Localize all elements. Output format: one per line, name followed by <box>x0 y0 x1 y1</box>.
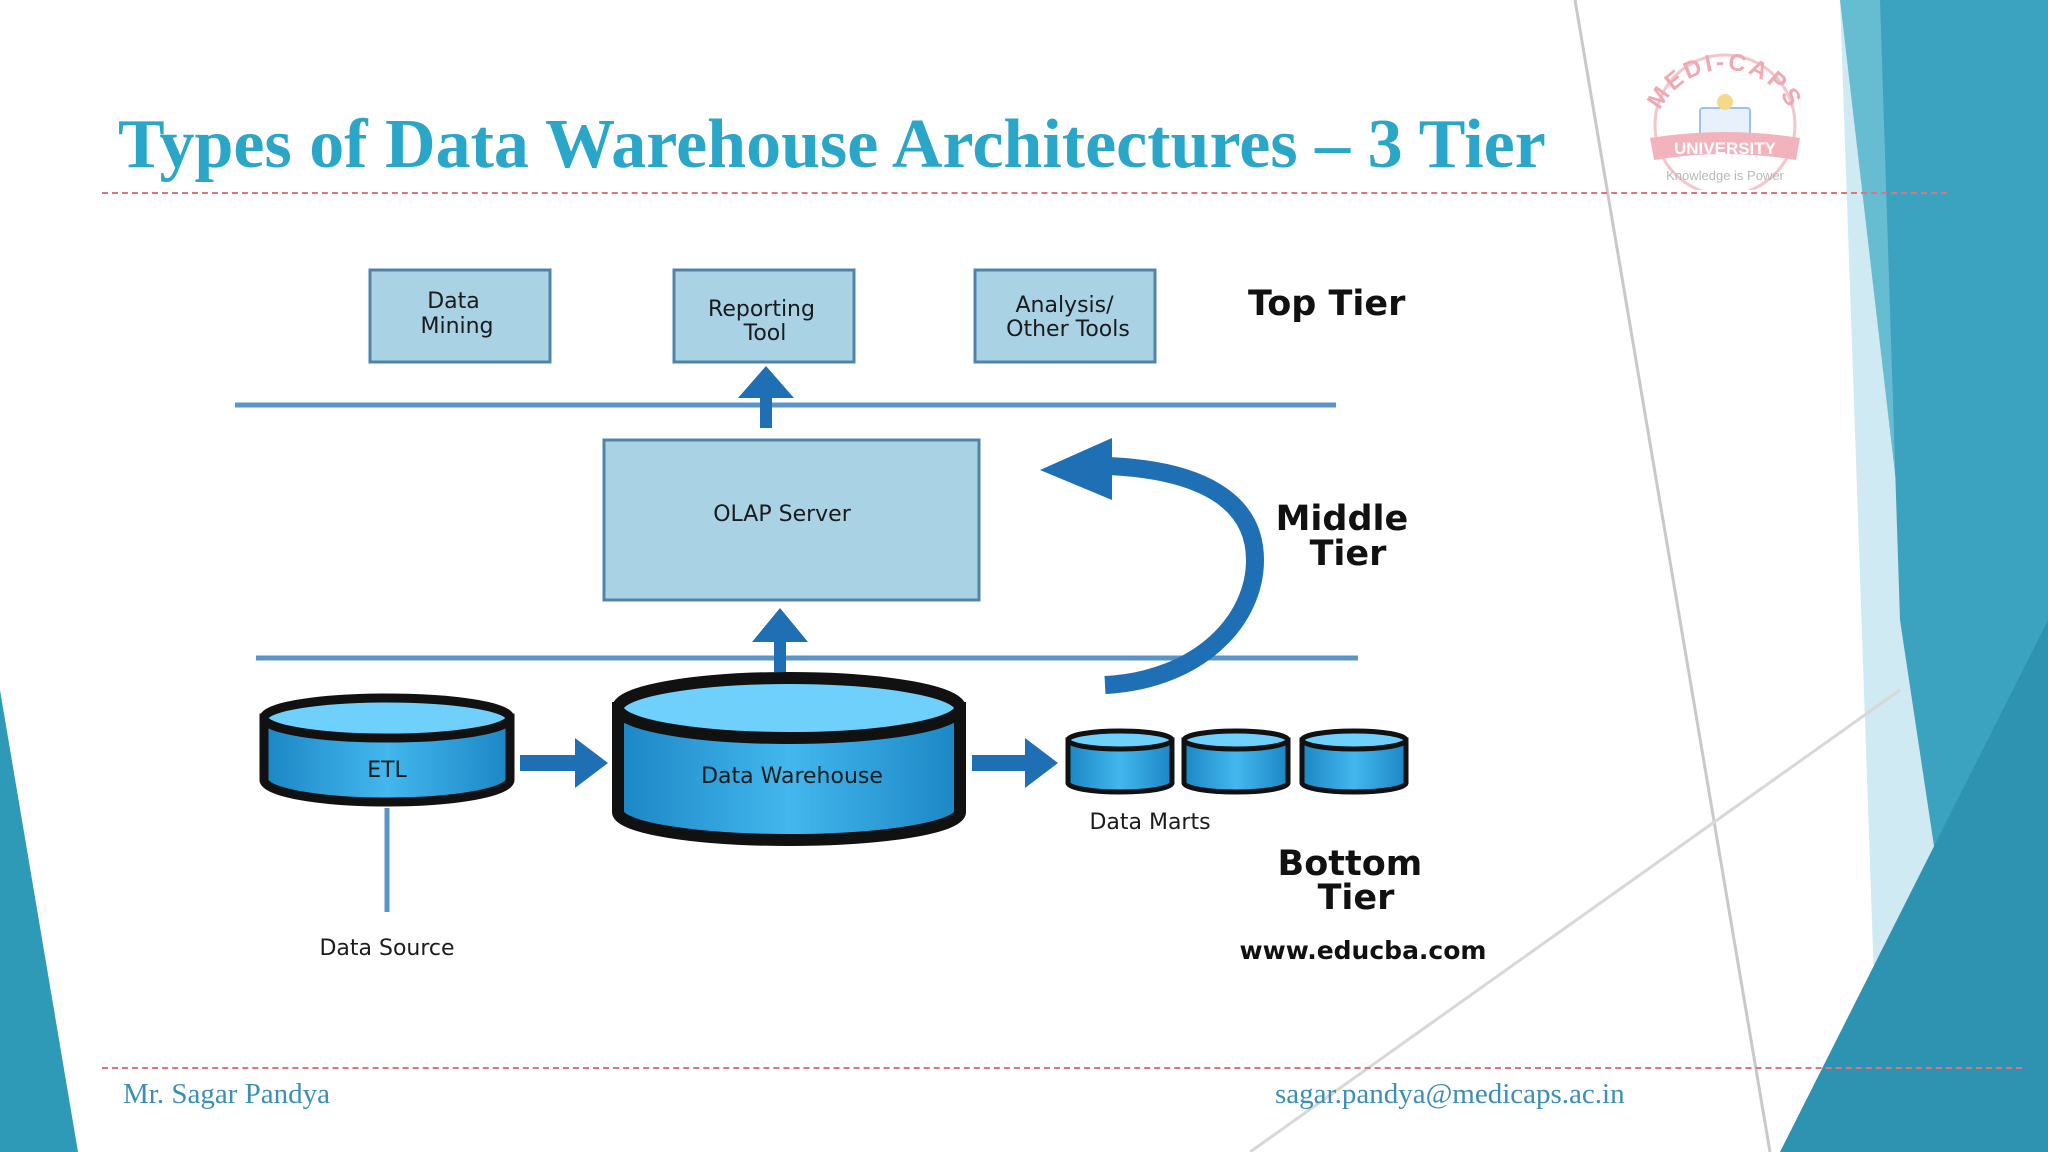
data-mining-box: Data Mining <box>368 268 552 364</box>
logo-sun-icon <box>1717 94 1733 110</box>
data-source-label: Data Source <box>319 936 454 961</box>
footer-email: sagar.pandya@medicaps.ac.in <box>1275 1078 1625 1110</box>
analysis-tools-label-line1: Analysis/ <box>1015 293 1114 318</box>
olap-server-box: OLAP Server <box>602 438 981 602</box>
data-mining-label-line1: Data <box>427 289 480 314</box>
svg-text:Middle Tier: Middle Tier <box>1276 499 1421 574</box>
data-warehouse-cylinder: Data Warehouse <box>612 672 966 846</box>
etl-label: ETL <box>367 758 407 783</box>
logo-banner-shape <box>1650 132 1800 160</box>
university-logo: MEDI-CAPS UNIVERSITY Knowledge is Power <box>1642 48 1805 190</box>
arrow-data-warehouse-to-data-marts <box>972 738 1058 788</box>
middle-tier-label-line1: Middle <box>1276 499 1409 539</box>
left-bottom-decor-shape <box>0 690 78 1152</box>
bottom-tier-label-line1: Bottom <box>1278 844 1423 884</box>
analysis-tools-box: Analysis/ Other Tools <box>973 268 1157 364</box>
logo-banner-text: UNIVERSITY <box>1674 139 1777 158</box>
reporting-tool-label-line1: Reporting <box>708 297 815 322</box>
logo-tagline: Knowledge is Power <box>1666 168 1784 183</box>
logo-ring <box>1653 53 1797 190</box>
svg-text:Data Mining: Data Mining <box>420 289 493 339</box>
svg-text:Analysis/ Other Tools: Analysis/ Other Tools <box>1006 293 1130 342</box>
curved-arrow-head <box>1040 438 1112 500</box>
data-mining-label-line2: Mining <box>420 314 493 339</box>
olap-server-label: OLAP Server <box>713 502 851 527</box>
data-mart-cylinder-3 <box>1299 728 1409 795</box>
svg-text:Bottom Tier: Bottom Tier <box>1278 844 1435 918</box>
reporting-tool-label-line2: Tool <box>743 321 787 346</box>
source-credit-url: www.educba.com <box>1240 936 1487 965</box>
data-warehouse-label: Data Warehouse <box>701 764 883 789</box>
title-divider <box>102 192 1947 194</box>
svg-text:Reporting Tool: Reporting Tool <box>708 297 822 346</box>
data-mart-cylinder-1 <box>1065 728 1175 795</box>
up-arrow-to-olap-server <box>752 608 808 672</box>
slide-title: Types of Data Warehouse Architectures – … <box>118 106 1546 183</box>
curved-arrow-middle-tier <box>1104 457 1265 694</box>
up-arrow-to-reporting-tool <box>738 366 794 428</box>
middle-tier-label-line2: Tier <box>1310 534 1388 574</box>
diagonal-decor-line-2 <box>1249 688 1901 1152</box>
etl-cylinder: ETL <box>259 693 515 807</box>
data-mart-cylinder-2 <box>1181 728 1291 795</box>
analysis-tools-label-line2: Other Tools <box>1006 317 1130 342</box>
right-decor-teal-shape <box>1780 620 2048 1152</box>
top-tier-label: Top Tier <box>1248 284 1406 324</box>
footer-author: Mr. Sagar Pandya <box>123 1078 330 1110</box>
reporting-tool-box: Reporting Tool <box>672 268 856 364</box>
bottom-tier-label-line2: Tier <box>1318 878 1396 918</box>
arrow-etl-to-data-warehouse <box>520 738 608 788</box>
data-marts-label: Data Marts <box>1089 810 1210 835</box>
footer-divider <box>102 1067 2022 1069</box>
